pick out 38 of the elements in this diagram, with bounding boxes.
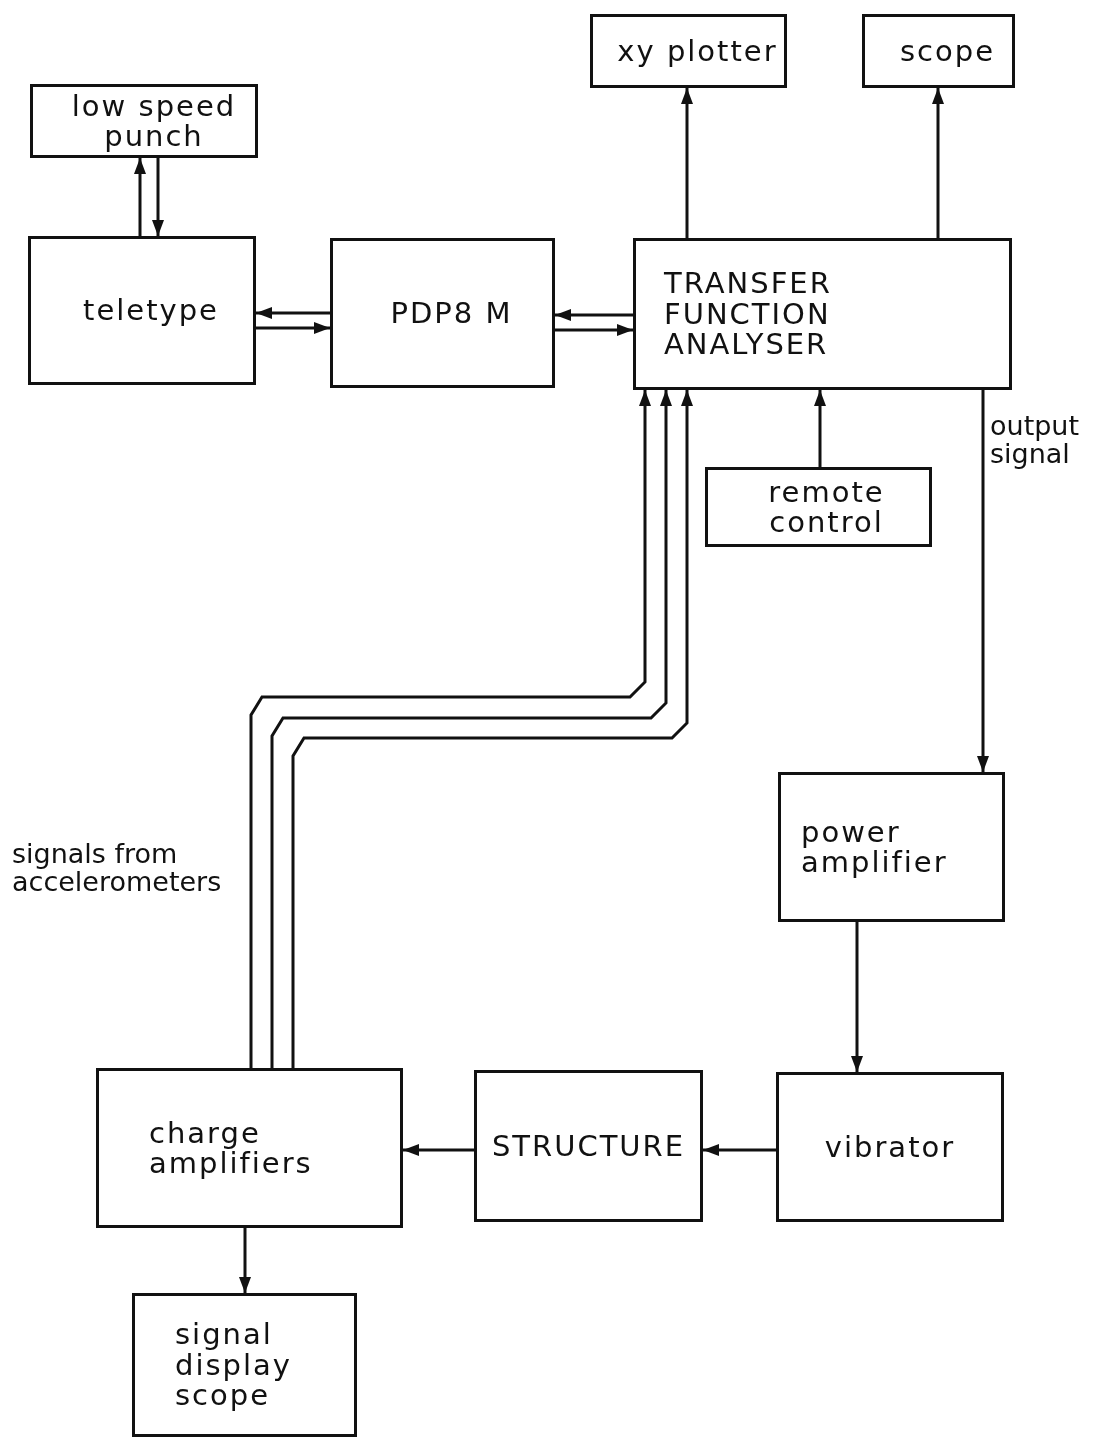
block-label: vibrator <box>823 1131 957 1163</box>
block-label: power amplifier <box>801 816 949 878</box>
arrow <box>555 324 633 336</box>
block-label: remote control <box>767 476 886 538</box>
arrow <box>403 1144 474 1156</box>
block-box <box>96 1068 403 1228</box>
block-box <box>705 467 932 547</box>
block-box <box>132 1293 357 1437</box>
block-box <box>590 14 787 88</box>
block-box <box>862 14 1015 88</box>
arrow <box>932 88 944 238</box>
block-label: TRANSFER FUNCTION ANALYSER <box>664 268 833 360</box>
block-label: signal display scope <box>175 1319 293 1411</box>
arrow <box>134 158 146 236</box>
block-label: PDP8 M <box>389 297 514 329</box>
arrow <box>152 158 164 236</box>
block-box <box>776 1072 1004 1222</box>
block-label: low speed punch <box>70 90 238 152</box>
block-box <box>330 238 555 388</box>
block-label: xy plotter <box>616 35 779 67</box>
block-box <box>30 84 258 158</box>
arrow <box>681 88 693 238</box>
arrow <box>256 307 330 319</box>
arrow <box>703 1144 776 1156</box>
block-box <box>474 1070 703 1222</box>
arrow <box>977 390 989 772</box>
block-label: scope <box>898 35 996 67</box>
arrow <box>239 1228 251 1293</box>
block-label: STRUCTURE <box>490 1130 687 1162</box>
arrow <box>555 309 633 321</box>
block-label: charge amplifiers <box>149 1117 314 1179</box>
block-box <box>28 236 256 385</box>
arrow <box>814 390 826 467</box>
block-box <box>633 238 1012 390</box>
arrow <box>256 322 330 334</box>
block-box <box>778 772 1005 922</box>
block-label: teletype <box>82 295 220 326</box>
arrow <box>851 922 863 1072</box>
